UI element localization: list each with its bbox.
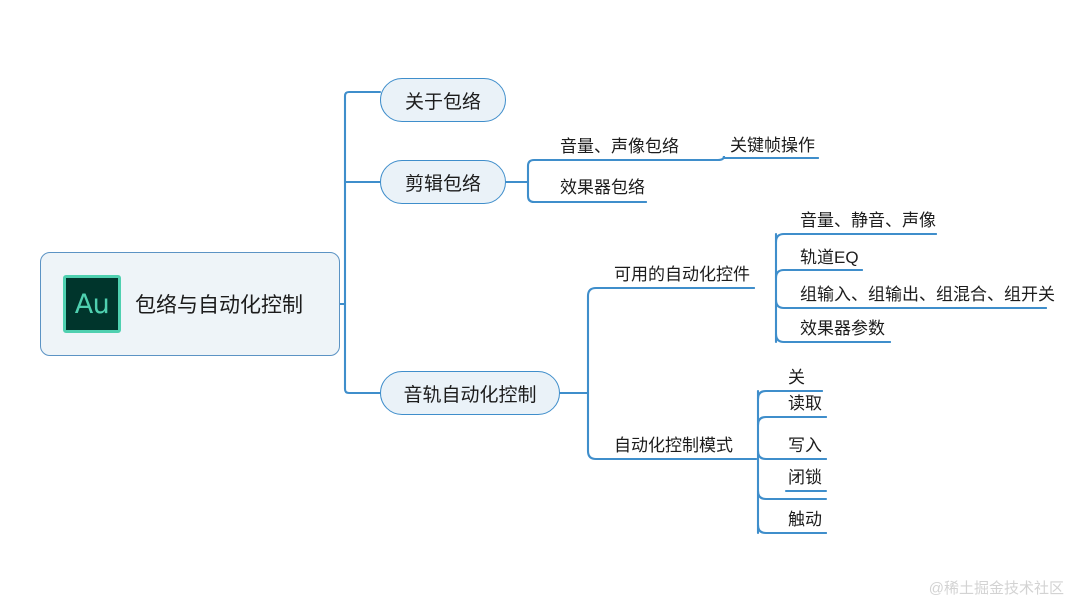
- label-effect-params[interactable]: 效果器参数: [800, 319, 885, 338]
- edge-volpan-to-keyframe: [682, 155, 820, 162]
- label-track-eq[interactable]: 轨道EQ: [800, 248, 859, 267]
- edge-track-to-controls: [586, 286, 756, 395]
- node-clip-envelope[interactable]: 剪辑包络: [380, 160, 506, 204]
- edge-root-to-track: [343, 383, 382, 395]
- node-track-automation-label: 音轨自动化控制: [403, 384, 537, 406]
- watermark: @稀土掘金技术社区: [928, 580, 1064, 597]
- node-clip-envelope-label: 剪辑包络: [404, 173, 481, 195]
- root-node-label: 包络与自动化控制: [135, 294, 303, 317]
- label-mode-touch[interactable]: 触动: [788, 510, 822, 529]
- edge-root-to-about: [343, 90, 382, 103]
- label-mode-off[interactable]: 关: [788, 368, 805, 387]
- adobe-audition-logo-text: Au: [74, 288, 110, 320]
- edge-controls-child-1: [774, 232, 938, 244]
- label-available-controls[interactable]: 可用的自动化控件: [614, 265, 750, 284]
- edge-modes-child-4: [756, 489, 828, 501]
- node-track-automation[interactable]: 音轨自动化控制: [380, 371, 560, 415]
- label-mode-read[interactable]: 读取: [788, 394, 822, 413]
- label-vol-mute-pan[interactable]: 音量、静音、声像: [800, 211, 936, 230]
- root-node[interactable]: Au 包络与自动化控制: [40, 252, 340, 356]
- node-about-envelope[interactable]: 关于包络: [380, 78, 506, 122]
- edge-controls-child-2: [774, 268, 864, 280]
- label-keyframe-ops[interactable]: 关键帧操作: [730, 136, 815, 155]
- adobe-audition-logo-icon: Au: [63, 275, 121, 333]
- node-about-envelope-label: 关于包络: [404, 91, 481, 113]
- edge-modes-child-2: [756, 415, 828, 427]
- label-group-io[interactable]: 组输入、组输出、组混合、组开关: [800, 285, 1055, 304]
- label-mode-write[interactable]: 写入: [788, 436, 822, 455]
- label-effect-envelope[interactable]: 效果器包络: [560, 178, 645, 197]
- label-automation-modes[interactable]: 自动化控制模式: [614, 436, 733, 455]
- label-mode-latch[interactable]: 闭锁: [788, 468, 822, 487]
- label-volume-pan-envelope[interactable]: 音量、声像包络: [560, 137, 679, 156]
